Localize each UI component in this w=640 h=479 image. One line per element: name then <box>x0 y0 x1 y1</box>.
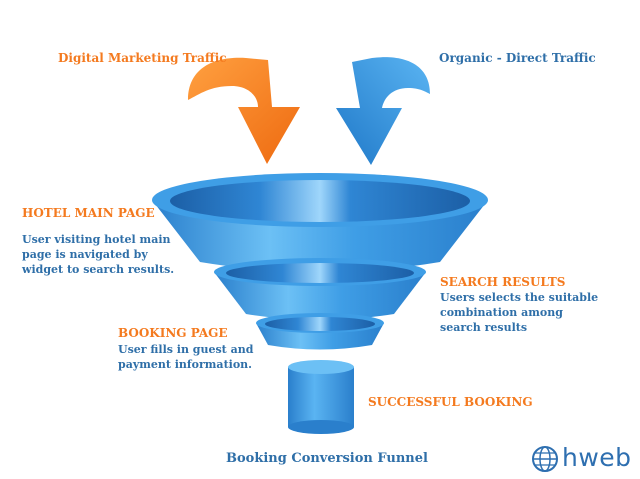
globe-icon <box>532 446 558 472</box>
search-results-title: SEARCH RESULTS <box>440 275 566 289</box>
orange-curved-arrow-icon <box>188 57 300 164</box>
booking-page-description: User fills in guest and payment informat… <box>118 343 254 371</box>
funnel-caption: Booking Conversion Funnel <box>226 451 428 466</box>
digital-marketing-traffic-label: Digital Marketing Traffic <box>58 51 227 65</box>
hotel-main-page-title: HOTEL MAIN PAGE <box>22 206 155 220</box>
blue-curved-arrow-icon <box>336 57 430 165</box>
booking-page-title: BOOKING PAGE <box>118 326 228 340</box>
logo-text: hweb <box>562 443 632 472</box>
organic-direct-traffic-label: Organic - Direct Traffic <box>439 51 596 65</box>
funnel-lower-section <box>256 313 384 350</box>
funnel-top-section <box>152 173 488 272</box>
successful-booking-title: SUCCESSFUL BOOKING <box>368 395 533 409</box>
funnel-output-cylinder <box>288 360 354 434</box>
hotel-main-page-description: User visiting hotel main page is navigat… <box>22 233 175 276</box>
hweb-logo: hweb <box>532 443 632 475</box>
funnel-middle-section <box>214 258 426 320</box>
search-results-description: Users selects the suitable combination a… <box>440 291 599 334</box>
